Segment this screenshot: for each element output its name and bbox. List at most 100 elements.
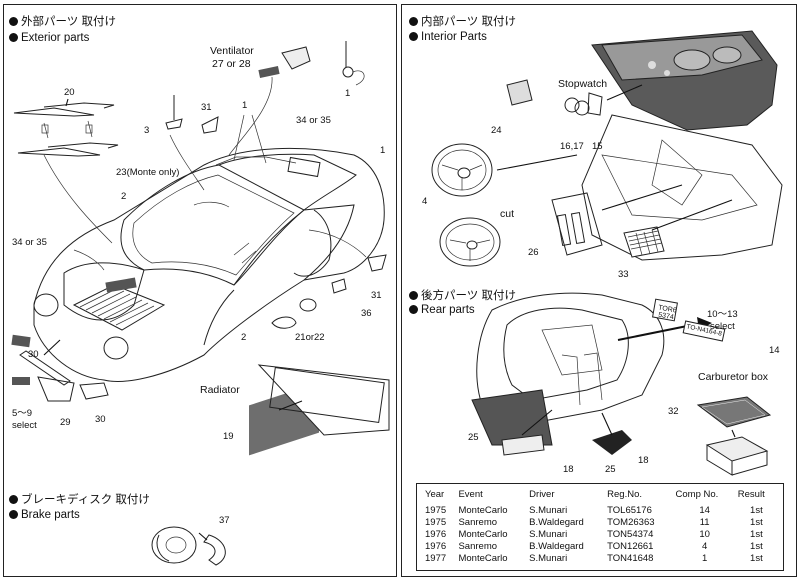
car-body-drawing: [33, 147, 385, 382]
cell-year: 1975: [425, 517, 447, 528]
mirror-drawing: [165, 95, 219, 191]
label-part1-c: 1: [380, 145, 386, 156]
label-carburetor-box: Carburetor box: [698, 371, 769, 383]
label-stopwatch: Stopwatch: [558, 78, 608, 90]
cell-event: Sanremo: [458, 541, 498, 552]
interior-diagram: [431, 30, 783, 476]
cell-regno: TON12661: [607, 541, 654, 552]
label-part30-b: 30: [95, 414, 106, 425]
bullet-icon: [409, 17, 418, 26]
exterior-heading-jp-text: 外部パーツ 取付け: [21, 16, 116, 28]
left-panel: 外部パーツ 取付け Exterior parts Ventilator 27 o…: [3, 4, 397, 577]
rear-heading-jp: 後方パーツ 取付け: [409, 289, 516, 303]
interior-heading-jp: 内部パーツ 取付け: [409, 15, 516, 29]
wiper-parts-drawing: [13, 98, 119, 157]
header-driver: Driver: [529, 489, 555, 500]
cell-result: 1st: [750, 505, 763, 516]
label-part1-antenna: 1: [345, 88, 351, 99]
label-part2-b: 2: [241, 332, 247, 343]
bullet-icon: [9, 510, 18, 519]
exterior-heading-en-text: Exterior parts: [21, 32, 90, 44]
header-compno: Comp No.: [675, 489, 719, 500]
cell-result: 1st: [750, 517, 763, 528]
label-cut: cut: [500, 208, 515, 220]
cell-compno: 11: [699, 517, 710, 528]
cell-regno: TON54374: [607, 529, 654, 540]
table-row: 1975 MonteCarlo S.Munari TOL65176 14 1st: [423, 505, 777, 517]
dashboard-drawing: [591, 30, 778, 131]
cell-event: MonteCarlo: [458, 529, 508, 540]
label-part3: 3: [144, 125, 150, 136]
carburetor-box-drawing: [696, 396, 772, 476]
rear-heading-en: Rear parts: [409, 303, 475, 317]
bullet-icon: [409, 305, 418, 314]
table-row: 1977 MonteCarlo S.Munari TON41648 1 1st: [423, 553, 777, 565]
cell-regno: TON41648: [607, 553, 654, 564]
label-part19: 19: [223, 431, 234, 442]
bullet-icon: [9, 17, 18, 26]
steering-wheel-drawing: [431, 143, 578, 197]
label-part29: 29: [60, 417, 71, 428]
label-part16-17: 16,17: [560, 141, 584, 152]
label-part33: 33: [618, 269, 629, 280]
cell-compno: 14: [699, 505, 710, 516]
steering-wheel-cut-drawing: [439, 217, 501, 267]
label-part23: 23(Monte only): [116, 167, 180, 178]
label-part34or35-top: 34 or 35: [296, 115, 331, 126]
floor-mat-drawing: [623, 199, 733, 258]
table-row: 1975 Sanremo B.Waldegard TOM26363 11 1st: [423, 517, 777, 529]
label-select-emblem: select: [12, 420, 37, 431]
brake-heading-jp: ブレーキディスク 取付け: [9, 493, 150, 507]
results-grid: Year Event Driver Reg.No. Comp No. Resul…: [423, 488, 777, 565]
cell-driver: S.Munari: [529, 505, 568, 516]
label-part25-a: 25: [468, 432, 479, 443]
hood-grille: [72, 277, 166, 331]
cell-driver: S.Munari: [529, 553, 568, 564]
brake-heading-jp-text: ブレーキディスク 取付け: [21, 494, 150, 506]
brake-heading-en: Brake parts: [9, 508, 80, 522]
label-part5to9: 5～9: [12, 408, 33, 419]
bullet-icon: [409, 32, 418, 41]
table-row: 1976 Sanremo B.Waldegard TON12661 4 1st: [423, 541, 777, 553]
label-part1-b: 1: [242, 100, 248, 111]
cell-year: 1976: [425, 529, 447, 540]
results-table: Year Event Driver Reg.No. Comp No. Resul…: [416, 483, 784, 571]
antenna-drawing: [342, 41, 365, 86]
bullet-icon: [409, 291, 418, 300]
label-part4: 4: [422, 196, 428, 207]
table-row: 1976 MonteCarlo S.Munari TON54374 10 1st: [423, 529, 777, 541]
cell-compno: 10: [699, 529, 710, 540]
label-part30-a: 30: [28, 349, 39, 360]
cell-year: 1975: [425, 505, 447, 516]
label-part26: 26: [528, 247, 539, 258]
cell-year: 1976: [425, 541, 447, 552]
cell-driver: B.Waldegard: [529, 517, 584, 528]
header-event: Event: [458, 489, 483, 500]
label-radiator: Radiator: [200, 384, 240, 396]
header-regno: Reg.No.: [607, 489, 643, 500]
cell-compno: 1: [702, 553, 708, 564]
cell-result: 1st: [750, 541, 763, 552]
cell-result: 1st: [750, 529, 763, 540]
label-part18-b: 18: [638, 455, 649, 466]
label-ventilator-parts: 27 or 28: [212, 58, 251, 70]
results-header-row: Year Event Driver Reg.No. Comp No. Resul…: [423, 488, 777, 505]
label-part2-a: 2: [121, 191, 127, 202]
label-part25-b: 25: [605, 464, 616, 475]
bullet-icon: [9, 33, 18, 42]
label-part37: 37: [219, 515, 230, 526]
brake-heading-en-text: Brake parts: [21, 509, 80, 521]
interior-heading-jp-text: 内部パーツ 取付け: [421, 16, 516, 28]
label-part10to13: 10～13: [707, 309, 738, 320]
label-select-plate: select: [710, 321, 735, 332]
cell-result: 1st: [750, 553, 763, 564]
header-result: Result: [737, 489, 765, 500]
cell-event: MonteCarlo: [458, 505, 508, 516]
interior-heading-en-text: Interior Parts: [421, 31, 487, 43]
rear-heading-en-text: Rear parts: [421, 304, 475, 316]
emblem-parts: [11, 334, 109, 402]
label-part32: 32: [668, 406, 679, 417]
bullet-icon: [9, 495, 18, 504]
label-part21or22: 21or22: [295, 332, 325, 343]
cell-year: 1977: [425, 553, 447, 564]
